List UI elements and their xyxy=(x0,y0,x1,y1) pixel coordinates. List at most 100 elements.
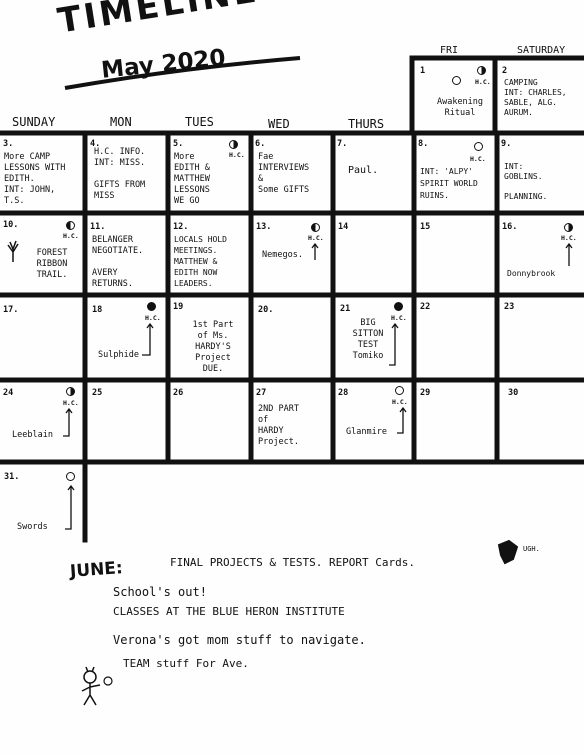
event-edith-matthew-lessons: More EDITH & MATTHEW LESSONS WE GO xyxy=(174,152,210,206)
day-header-sunday: SUNDAY xyxy=(12,115,56,129)
hc-label: H.C. xyxy=(470,155,486,163)
date-21: 21 xyxy=(340,304,351,314)
moon-new-icon xyxy=(394,302,403,311)
date-29: 29 xyxy=(420,388,431,398)
date-22: 22 xyxy=(420,302,431,312)
moon-last-quarter-icon xyxy=(311,223,320,232)
date-23: 23 xyxy=(504,302,515,312)
moon-last-quarter-icon xyxy=(66,221,75,230)
hc-label: H.C. xyxy=(145,314,161,322)
day-header-thursday: THURS xyxy=(348,117,385,131)
date-9: 9. xyxy=(501,139,512,149)
moon-full-icon xyxy=(395,386,404,395)
date-2: 2 xyxy=(502,66,508,76)
hc-label: H.C. xyxy=(63,399,79,407)
moon-full-icon xyxy=(66,472,75,481)
moon-first-quarter-icon xyxy=(66,387,75,396)
date-26: 26 xyxy=(173,388,184,398)
event-belanger-negotiate: BELANGER NEGOTIATE. AVERY RETURNS. xyxy=(92,235,144,289)
event-camping: CAMPING INT: CHARLES, SABLE, ALG. AURUM. xyxy=(504,78,567,117)
day-header-tuesday: TUES xyxy=(185,115,214,129)
moon-first-quarter-icon xyxy=(477,66,486,75)
event-swords: Swords xyxy=(17,522,48,532)
date-10: 10. xyxy=(3,220,19,230)
date-20: 20. xyxy=(258,305,274,315)
tree-icon xyxy=(7,240,19,262)
event-sulphide: Sulphide xyxy=(98,350,139,360)
date-15: 15 xyxy=(420,222,431,232)
event-awakening-ritual: Awakening Ritual xyxy=(436,97,484,118)
date-3: 3. xyxy=(3,139,14,149)
moon-first-quarter-icon xyxy=(564,223,573,232)
sound-label: UGH. xyxy=(523,545,540,553)
hc-label: H.C. xyxy=(308,234,324,242)
date-14: 14 xyxy=(338,222,349,232)
date-18: 18 xyxy=(92,305,103,315)
hc-label: H.C. xyxy=(392,398,408,406)
doodle-creature-icon xyxy=(81,666,113,706)
date-12: 12. xyxy=(173,222,189,232)
event-forest-ribbon-trail: FOREST RIBBON TRAIL. xyxy=(36,248,68,280)
date-19: 19 xyxy=(173,302,184,312)
day-header-monday: MON xyxy=(110,115,132,129)
june-note-2: School's out! xyxy=(113,585,207,599)
date-28: 28 xyxy=(338,388,349,398)
hc-label: H.C. xyxy=(561,234,577,242)
arrow-up-icon xyxy=(63,408,73,437)
arrow-up-icon xyxy=(311,243,319,260)
date-16: 16. xyxy=(502,222,518,232)
date-31: 31. xyxy=(4,472,20,482)
date-8: 8. xyxy=(418,139,429,149)
june-note-1: FINAL PROJECTS & TESTS. REPORT Cards. xyxy=(170,556,416,569)
arrow-up-icon xyxy=(65,485,75,530)
event-leeblain: Leeblain xyxy=(12,430,53,440)
event-donnybrook: Donnybrook xyxy=(507,269,556,278)
event-glanmire: Glanmire xyxy=(346,427,387,437)
hc-label: H.C. xyxy=(475,78,491,86)
moon-first-quarter-icon xyxy=(229,140,238,149)
event-paul: Paul. xyxy=(348,165,379,176)
arrow-up-icon xyxy=(565,243,573,266)
june-note-3: CLASSES AT THE BLUE HERON INSTITUTE xyxy=(113,605,345,618)
hc-label: H.C. xyxy=(391,314,407,322)
arrow-up-icon xyxy=(397,407,407,434)
june-heading: JUNE: xyxy=(69,558,124,582)
event-big-sitton-test: BIG SITTON TEST Tomiko xyxy=(352,318,384,361)
date-17: 17. xyxy=(3,305,19,315)
date-1: 1 xyxy=(420,66,426,76)
event-fae-interviews: Fae INTERVIEWS & Some GIFTS xyxy=(258,152,310,195)
date-5: 5. xyxy=(173,139,184,149)
day-header-friday: FRI xyxy=(440,45,459,56)
date-4: 4. xyxy=(90,139,101,149)
arrow-up-icon xyxy=(389,323,399,366)
event-hardy-project-part-1: 1st Part of Ms. HARDY'S Project DUE. xyxy=(192,320,234,374)
moon-new-icon xyxy=(147,302,156,311)
date-24: 24 xyxy=(3,388,14,398)
title-underline xyxy=(64,56,301,90)
event-nemegos: Nemegos. xyxy=(262,250,303,260)
date-11: 11. xyxy=(90,222,106,232)
hc-label: H.C. xyxy=(229,151,245,159)
day-header-wednesday: WED xyxy=(268,117,290,131)
moon-full-icon xyxy=(474,142,483,151)
event-goblins-planning: INT: GOBLINS. PLANNING. xyxy=(504,162,548,201)
day-header-saturday: SATURDAY xyxy=(517,45,566,56)
date-25: 25 xyxy=(92,388,103,398)
date-6: 6. xyxy=(255,139,266,149)
event-camp-lessons: More CAMP LESSONS WITH EDITH. INT: JOHN,… xyxy=(4,152,66,206)
hc-label: H.C. xyxy=(63,232,79,240)
date-27: 27 xyxy=(256,388,267,398)
arrow-up-icon xyxy=(142,323,154,356)
event-locals-hold-meetings: LOCALS HOLD MEETINGS. MATTHEW & EDITH NO… xyxy=(174,235,227,288)
june-note-4: Verona's got mom stuff to navigate. xyxy=(113,633,366,647)
event-hardy-project-part-2: 2ND PART of HARDY Project. xyxy=(258,404,299,447)
date-7: 7. xyxy=(337,139,348,149)
event-alpy-spirit-world: INT: 'ALPY' SPIRIT WORLD RUINS. xyxy=(420,167,478,200)
date-13: 13. xyxy=(256,222,272,232)
moon-full-icon xyxy=(452,76,461,85)
june-note-5: TEAM stuff For Ave. xyxy=(123,657,249,670)
date-30: 30 xyxy=(508,388,519,398)
doodle-figure-icon xyxy=(497,539,519,565)
event-hc-info: H.C. INFO. INT: MISS. GIFTS FROM MISS xyxy=(94,147,146,201)
